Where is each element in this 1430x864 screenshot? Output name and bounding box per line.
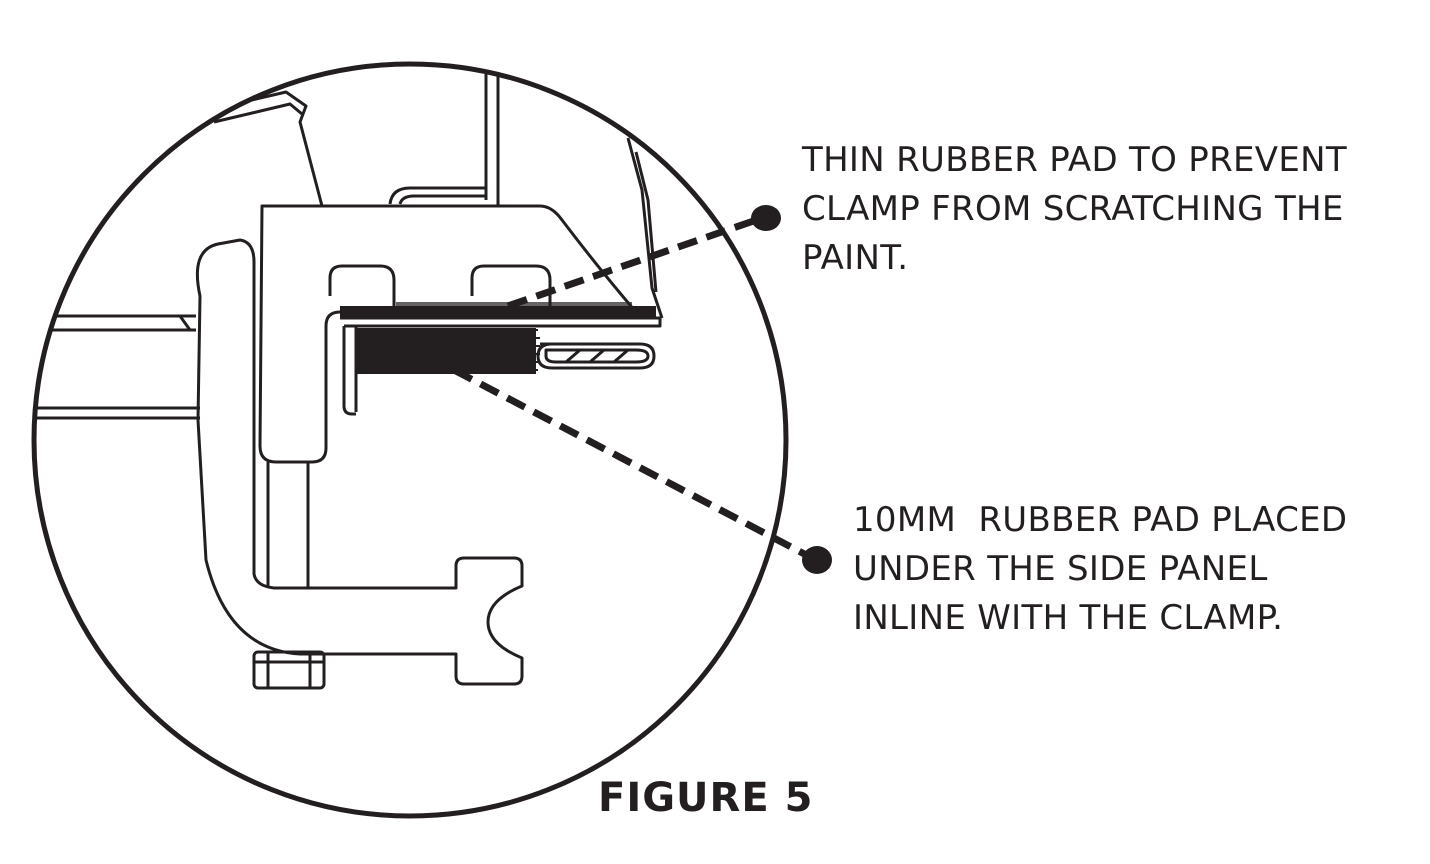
bolt-nut xyxy=(252,650,326,690)
thin-pad-leader-line xyxy=(506,214,764,310)
figure-title: FIGURE 5 xyxy=(598,775,814,821)
thin-rubber-pad xyxy=(340,306,656,318)
side-rail xyxy=(34,314,200,420)
thick-pad-ribs xyxy=(528,329,540,371)
thick-pad-callout-line-2: UNDER THE SIDE PANEL xyxy=(853,549,1268,589)
thick-pad-leader-line xyxy=(452,366,814,562)
thick-pad-callout-line-3: INLINE WITH THE CLAMP. xyxy=(853,598,1284,638)
thin-pad-callout-line-3: PAINT. xyxy=(802,238,909,278)
thick-rubber-pad xyxy=(356,328,536,374)
thin-pad-callout-line-1: THIN RUBBER PAD TO PREVENT xyxy=(802,140,1347,180)
detail-circle xyxy=(31,61,789,819)
thick-pad-callout-line-1: 10MM RUBBER PAD PLACED xyxy=(853,500,1348,540)
clamp-upper-body xyxy=(258,204,638,464)
thin-pad-leader-dot xyxy=(751,205,781,231)
thin-pad-callout: THIN RUBBER PAD TO PREVENT CLAMP FROM SC… xyxy=(802,136,1347,283)
upper-frame xyxy=(199,64,664,319)
thick-pad-callout: 10MM RUBBER PAD PLACED UNDER THE SIDE PA… xyxy=(853,496,1347,643)
thick-pad-leader-dot xyxy=(802,546,832,574)
thin-pad-callout-line-2: CLAMP FROM SCRATCHING THE xyxy=(802,189,1344,229)
c-clamp-frame xyxy=(195,238,524,686)
